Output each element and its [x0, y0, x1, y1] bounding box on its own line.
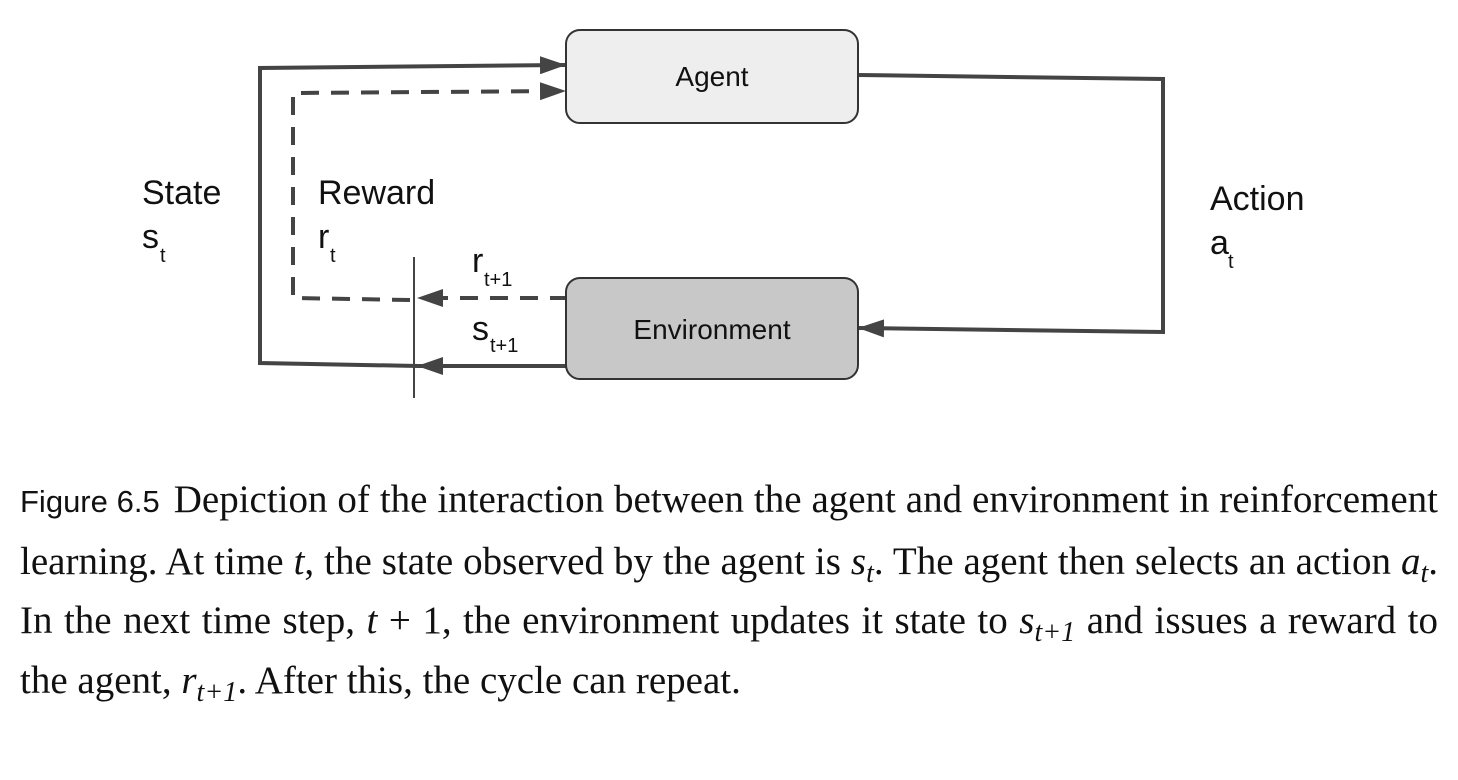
- agent-label: Agent: [675, 61, 748, 92]
- caption-var-r-sub: t+1: [196, 676, 238, 708]
- caption-text-1: Depiction of the interaction between the…: [20, 478, 1438, 583]
- reward-subscript: t: [330, 245, 336, 267]
- action-subscript: t: [1228, 251, 1234, 273]
- next-state-subscript: t+1: [490, 335, 518, 357]
- caption-var-t: t: [293, 539, 305, 583]
- caption-var-r: r: [181, 658, 197, 702]
- action-symbol: a: [1210, 224, 1229, 262]
- state-subscript: t: [160, 245, 166, 267]
- agent-box: [565, 29, 859, 124]
- action-arrow: [857, 73, 1165, 338]
- caption-var-s2: s: [1019, 599, 1035, 642]
- state-label: State: [142, 174, 221, 212]
- next-reward-symbol: r: [472, 242, 483, 280]
- caption-var-a: a: [1400, 539, 1421, 583]
- reward-label: Reward: [318, 174, 435, 212]
- caption-var-s: s: [850, 539, 867, 583]
- agent-environment-diagram: Agent Environment State s t Reward r t r…: [142, 29, 1305, 398]
- caption-var-t2: t: [366, 599, 378, 642]
- next-state-symbol: s: [472, 310, 489, 348]
- caption-text-3: . The agent then selects an action: [873, 539, 1401, 583]
- reward-loop-line: [291, 82, 566, 302]
- caption-var-s2-sub: t+1: [1034, 616, 1076, 648]
- environment-label: Environment: [633, 314, 790, 345]
- caption-text-5: + 1, the environment updates it state to: [377, 599, 1020, 642]
- reward-symbol: r: [318, 218, 329, 256]
- environment-box: [565, 277, 859, 380]
- caption-text-4: . In the next time step,: [20, 539, 1438, 643]
- caption-var-a-sub: t: [1420, 557, 1429, 589]
- figure-label: Figure 6.5: [20, 484, 160, 519]
- next-reward-subscript: t+1: [484, 269, 512, 291]
- caption-text-7: . After this, the cycle can repeat.: [237, 658, 741, 702]
- state-symbol: s: [142, 218, 159, 256]
- caption-text-2: , the state observed by the agent is: [304, 539, 851, 583]
- caption-text-6: and issues a reward to the agent,: [20, 599, 1438, 702]
- action-label: Action: [1210, 180, 1305, 218]
- state-loop-line: [258, 56, 566, 368]
- caption-var-s-sub: t: [866, 557, 874, 589]
